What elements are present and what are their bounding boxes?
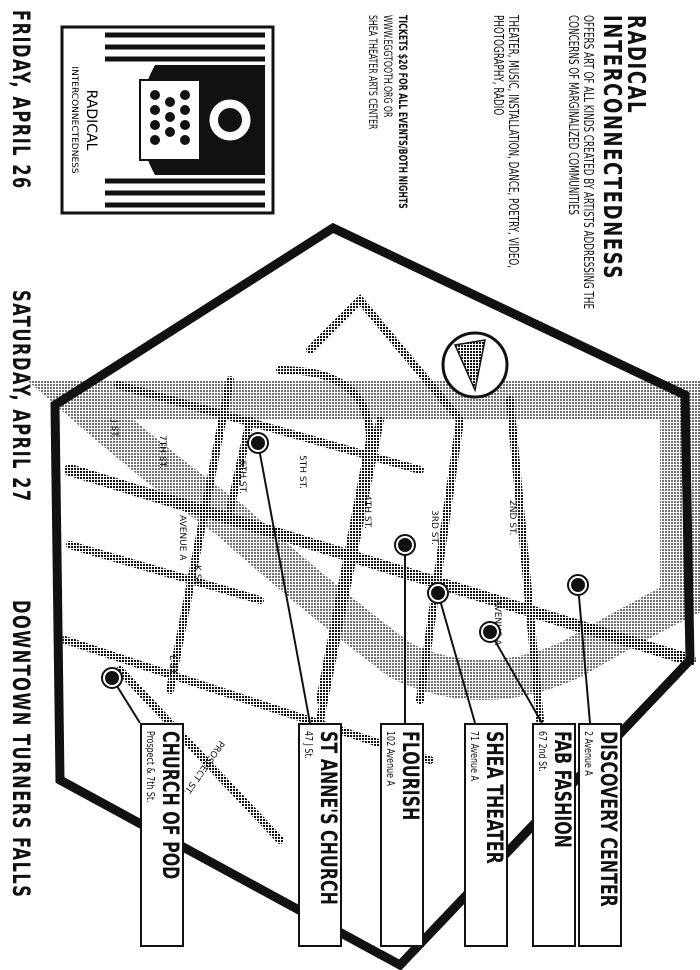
venue-marker-icon[interactable]: [567, 574, 589, 596]
venue-address: 67 2nd St.: [536, 731, 549, 772]
venue-st-annes-church[interactable]: ST ANNE'S CHURCH 47 J St.: [298, 723, 342, 947]
venue-marker-icon[interactable]: [247, 432, 269, 454]
river-hatching: [26, 380, 700, 700]
venue-discovery-center[interactable]: DISCOVERY CENTER 2 Avenue A: [578, 723, 622, 947]
venue-name: FAB FASHION: [549, 731, 574, 848]
leader-fab: [489, 631, 543, 724]
venue-flourish[interactable]: FLOURISH 102 Avenue A: [380, 723, 424, 947]
road-6th-st: [226, 416, 254, 514]
logo-illustration: RADICAL INTERCONNECTEDNESS: [60, 25, 275, 215]
date-friday: FRIDAY, APRIL 26: [7, 10, 35, 190]
label-5th-st: 5TH ST.: [297, 455, 307, 489]
venue-name: SHEA THEATER: [481, 731, 506, 864]
venue-marker-icon[interactable]: [394, 534, 416, 556]
location: DOWNTOWN TURNERS FALLS: [7, 600, 35, 899]
label-7th-st: 7TH ST.: [157, 435, 167, 469]
venue-name: FLOURISH: [397, 731, 422, 821]
venue-shea-theater[interactable]: SHEA THEATER 71 Avenue A: [464, 723, 508, 947]
road-avenue-a: [64, 464, 696, 666]
venue-marker-icon[interactable]: [101, 667, 123, 689]
label-k-st: K ST.: [192, 565, 202, 587]
road-3rd-st: [306, 294, 465, 704]
venue-address: 2 Avenue A: [582, 731, 595, 776]
venue-church-of-pod[interactable]: CHURCH OF POD Prospect & 7th St.: [140, 723, 184, 947]
label-l-st: L ST.: [167, 655, 177, 676]
road-5th-st: [276, 366, 375, 704]
venue-marker-icon[interactable]: [479, 621, 501, 643]
road-l-st: [61, 636, 434, 764]
venue-fab-fashion[interactable]: FAB FASHION 67 2nd St.: [532, 723, 576, 947]
venue-address: Prospect & 7th St.: [144, 731, 157, 803]
label-2nd-st: 2ND ST.: [507, 500, 517, 535]
map-border: [50, 222, 695, 970]
logo-text-1: RADICAL: [83, 90, 99, 151]
road-prospect-st: [116, 666, 284, 844]
date-saturday: SATURDAY, APRIL 27: [7, 290, 35, 503]
logo-text-2: INTERCONNECTEDNESS: [69, 66, 79, 173]
label-4th-st: 4TH ST.: [362, 495, 372, 529]
leader-discovery: [577, 584, 591, 724]
venue-marker-icon[interactable]: [427, 582, 449, 604]
venue-name: DISCOVERY CENTER: [595, 731, 620, 907]
venue-name: ST ANNE'S CHURCH: [315, 731, 340, 905]
leader-shea: [437, 592, 476, 724]
compass-icon: [441, 331, 509, 399]
venue-address: 102 Avenue A: [384, 731, 397, 786]
road-k-st: [66, 541, 264, 604]
venue-name: CHURCH OF POD: [157, 731, 182, 880]
road-7th-st: [166, 376, 234, 694]
road-4th-st: [316, 416, 384, 724]
label-6th-st: 6TH ST.: [237, 460, 247, 494]
venue-address: 47 J St.: [302, 731, 315, 760]
label-avenue-a-2: AVENUE A: [492, 600, 502, 646]
leader-st-annes: [257, 442, 311, 724]
label-j-st: J ST.: [109, 419, 119, 439]
label-avenue-a-1: AVENUE A: [177, 515, 187, 561]
venue-address: 71 Avenue A: [468, 731, 481, 781]
label-3rd-st: 3RD ST.: [429, 510, 439, 545]
road-2nd-st: [506, 396, 544, 724]
